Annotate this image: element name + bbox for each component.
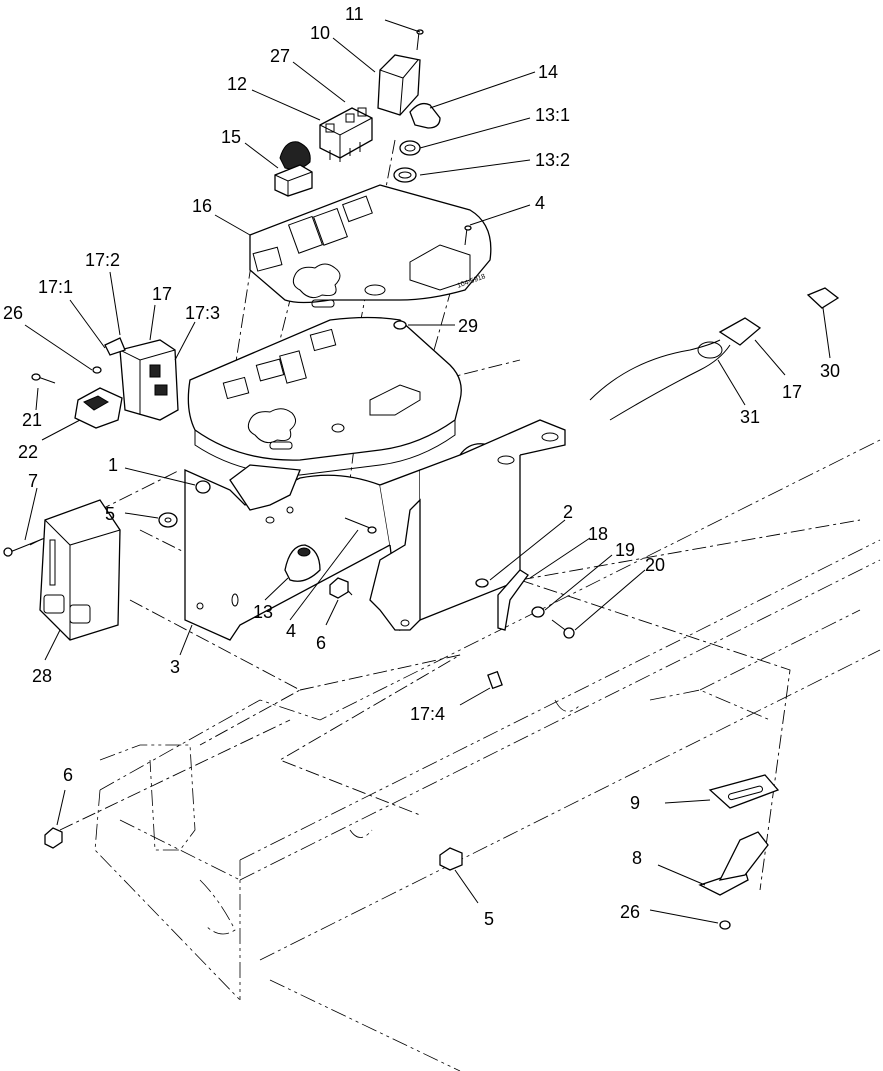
leader-lines xyxy=(24,19,831,924)
callout-17-harness: 17 xyxy=(782,382,802,402)
lever-assembly xyxy=(475,569,575,639)
callout-20: 20 xyxy=(645,555,665,575)
callout-6-lower: 6 xyxy=(63,765,73,785)
callout-1: 1 xyxy=(108,455,118,475)
callout-4-top: 4 xyxy=(535,193,545,213)
callout-9: 9 xyxy=(630,793,640,813)
washer-29 xyxy=(393,320,407,330)
controller-module-28 xyxy=(39,499,121,641)
part-14-cap xyxy=(409,102,441,129)
frame-phantom xyxy=(94,439,881,1071)
callout-17-2: 17:2 xyxy=(85,250,120,270)
part-17-switch-assembly xyxy=(92,337,179,421)
bolt-4-lower xyxy=(344,517,377,534)
callout-14: 14 xyxy=(538,62,558,82)
callout-17-1: 17:1 xyxy=(38,277,73,297)
callout-10: 10 xyxy=(310,23,330,43)
callout-26-top: 26 xyxy=(3,303,23,323)
emergency-stop-button xyxy=(274,141,313,197)
bolt-6-lower xyxy=(44,827,63,849)
part-13-nut xyxy=(393,140,421,183)
callout-5-lower: 5 xyxy=(484,909,494,929)
callout-15: 15 xyxy=(221,127,241,147)
rocker-switches xyxy=(319,107,373,162)
callout-13-1: 13:1 xyxy=(535,105,570,125)
bracket-8 xyxy=(698,831,769,896)
nut-26-lower xyxy=(719,920,731,930)
callout-21: 21 xyxy=(22,410,42,430)
callout-3: 3 xyxy=(170,657,180,677)
callout-7: 7 xyxy=(28,471,38,491)
wire-harness-31 xyxy=(589,317,762,421)
callout-6-upper: 6 xyxy=(316,633,326,653)
callout-labels: 11 10 14 27 12 13:1 15 13:2 16 4 17:2 17… xyxy=(3,4,840,929)
callout-31: 31 xyxy=(740,407,760,427)
callout-19: 19 xyxy=(615,540,635,560)
callout-17-top: 17 xyxy=(152,284,172,304)
callout-17-4: 17:4 xyxy=(410,704,445,724)
nut-1 xyxy=(195,480,211,494)
callout-5-upper: 5 xyxy=(105,504,115,524)
callout-16: 16 xyxy=(192,196,212,216)
callout-12: 12 xyxy=(227,74,247,94)
top-control-panel: 104-5918 xyxy=(249,184,492,308)
part-17-4-connector xyxy=(487,670,503,690)
pedestal-panel xyxy=(187,316,462,476)
callout-13: 13 xyxy=(253,602,273,622)
callout-29: 29 xyxy=(458,316,478,336)
callout-30: 30 xyxy=(820,361,840,381)
bolt-7 xyxy=(3,537,46,557)
callout-2: 2 xyxy=(563,502,573,522)
callout-13-2: 13:2 xyxy=(535,150,570,170)
callout-8: 8 xyxy=(632,848,642,868)
screw-11 xyxy=(416,29,424,51)
nut-5-lower xyxy=(439,847,463,871)
callout-18: 18 xyxy=(588,524,608,544)
main-bracket xyxy=(184,419,566,641)
bolt-6-upper xyxy=(329,577,353,599)
callout-22: 22 xyxy=(18,442,38,462)
callout-11: 11 xyxy=(345,4,364,24)
bracket-9 xyxy=(708,774,780,809)
knob-13 xyxy=(284,544,321,582)
callout-27: 27 xyxy=(270,46,290,66)
nut-5-upper xyxy=(158,512,178,528)
callout-26-lower: 26 xyxy=(620,902,640,922)
bolt-4-top xyxy=(464,225,472,246)
callout-4-lower: 4 xyxy=(286,621,296,641)
part-10-housing xyxy=(377,54,421,116)
connector-30 xyxy=(806,287,840,309)
callout-17-3: 17:3 xyxy=(185,303,220,323)
switch-22 xyxy=(31,373,123,429)
callout-28: 28 xyxy=(32,666,52,686)
